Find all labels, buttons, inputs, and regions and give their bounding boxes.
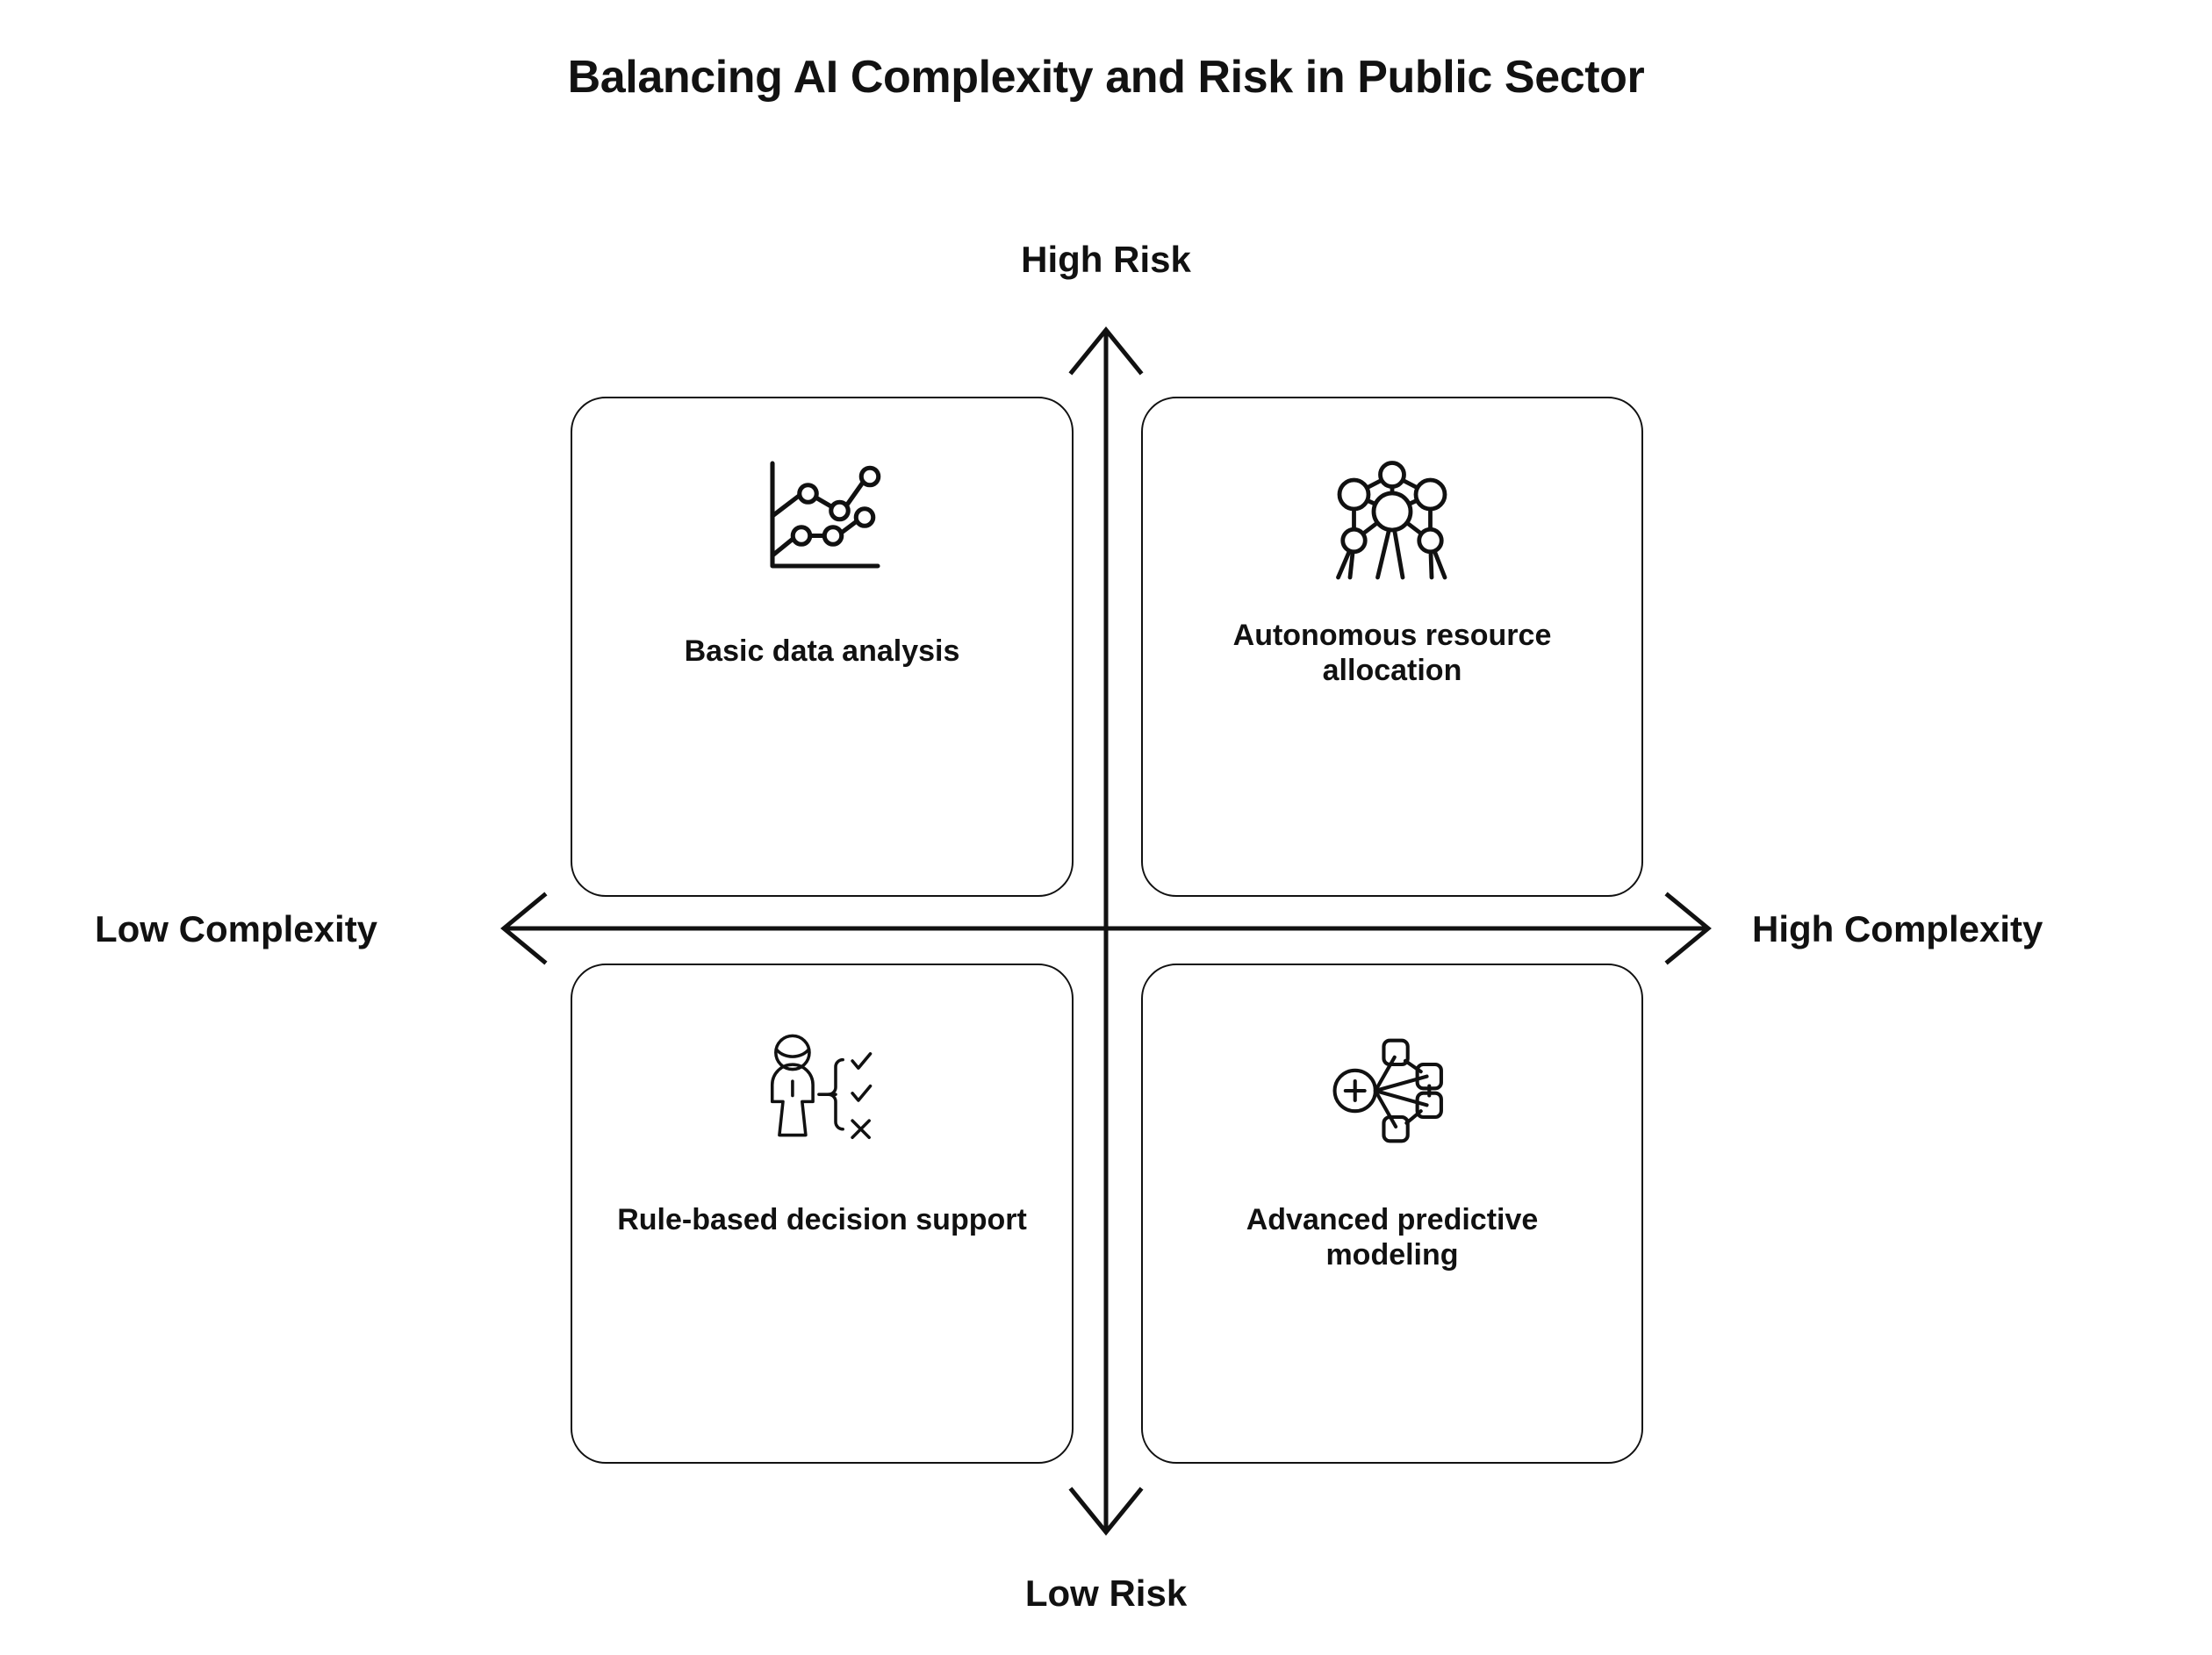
quadrant-label-top-right: Autonomous resource allocation [1232, 619, 1552, 688]
arrowhead-right-icon [1664, 892, 1712, 965]
arrowhead-down-icon [1068, 1487, 1144, 1536]
axis-label-low-complexity: Low Complexity [95, 908, 378, 949]
quadrant-label-bottom-right: Advanced predictive modeling [1246, 1203, 1539, 1272]
axis-label-high-risk: High Risk [1021, 239, 1191, 280]
person-decision-branch-icon [748, 1013, 897, 1162]
quadrant-card-bottom-right[interactable]: Advanced predictive modeling [1141, 964, 1643, 1464]
line-chart-icon [748, 444, 897, 593]
network-nodes-icon [1318, 442, 1467, 591]
quadrant-label-bottom-left: Rule-based decision support [617, 1203, 1027, 1236]
axis-label-low-risk: Low Risk [1024, 1573, 1188, 1614]
arrowhead-left-icon [500, 892, 548, 965]
quadrant-card-bottom-left[interactable]: Rule-based decision support [571, 964, 1074, 1464]
quadrant-card-top-left[interactable]: Basic data analysis [571, 397, 1074, 897]
arrowhead-up-icon [1068, 326, 1144, 376]
plus-node-graph-icon [1318, 1016, 1467, 1165]
quadrant-label-top-left: Basic data analysis [684, 634, 960, 668]
axis-label-high-complexity: High Complexity [1752, 908, 2043, 949]
page-title: Balancing AI Complexity and Risk in Publ… [567, 52, 1645, 103]
quadrant-card-top-right[interactable]: Autonomous resource allocation [1141, 397, 1643, 897]
